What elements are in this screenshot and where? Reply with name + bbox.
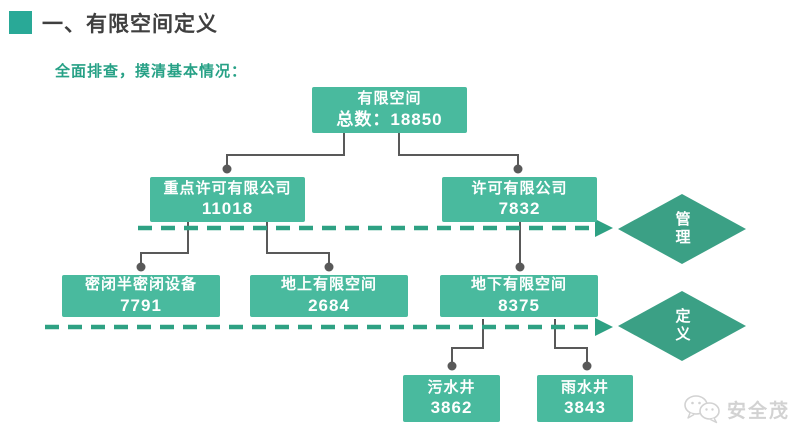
node-limited-space-total: 有限空间 总数：18850: [312, 87, 467, 133]
diamond-label: 定义: [673, 308, 691, 344]
node-rainwater-well: 雨水井 3843: [537, 375, 633, 422]
page-title: 一、有限空间定义: [42, 13, 218, 36]
watermark-text: 安全茂: [726, 400, 790, 422]
node-value: 3862: [430, 398, 473, 418]
title-bullet-square: [9, 11, 32, 34]
node-aboveground-limited-space: 地上有限空间 2684: [250, 275, 408, 317]
wechat-icon: [684, 395, 720, 424]
diamond-definition: 定义: [618, 291, 746, 361]
node-value: 7791: [120, 295, 162, 315]
node-sealed-semisealed-equipment: 密闭半密闭设备 7791: [62, 275, 220, 317]
node-value: 7832: [498, 199, 541, 219]
node-label: 许可有限公司: [471, 179, 568, 197]
node-underground-limited-space: 地下有限空间 8375: [440, 275, 598, 317]
watermark: 安全茂: [683, 394, 790, 424]
node-label: 重点许可有限公司: [163, 179, 292, 197]
node-label: 有限空间: [357, 90, 422, 107]
diamond-label: 管理: [673, 211, 691, 247]
node-value: 11018: [201, 199, 254, 219]
diamond-management: 管理: [618, 194, 746, 264]
node-label: 密闭半密闭设备: [84, 276, 197, 293]
node-label: 雨水井: [560, 378, 609, 396]
diamond-shape: [618, 194, 746, 264]
diamond-shape: [618, 291, 746, 361]
node-value: 2684: [308, 295, 350, 315]
node-licensed-company: 许可有限公司 7832: [442, 177, 597, 222]
node-value: 3843: [564, 398, 606, 418]
node-label: 地上有限空间: [280, 276, 377, 293]
node-value: 总数：18850: [336, 109, 443, 129]
node-value: 8375: [498, 295, 540, 315]
node-label: 地下有限空间: [470, 276, 567, 293]
subtitle: 全面排查，摸清基本情况：: [55, 63, 248, 80]
node-label: 污水井: [427, 378, 476, 396]
node-sewage-well: 污水井 3862: [403, 375, 500, 422]
node-key-licensed-company: 重点许可有限公司 11018: [150, 177, 305, 222]
